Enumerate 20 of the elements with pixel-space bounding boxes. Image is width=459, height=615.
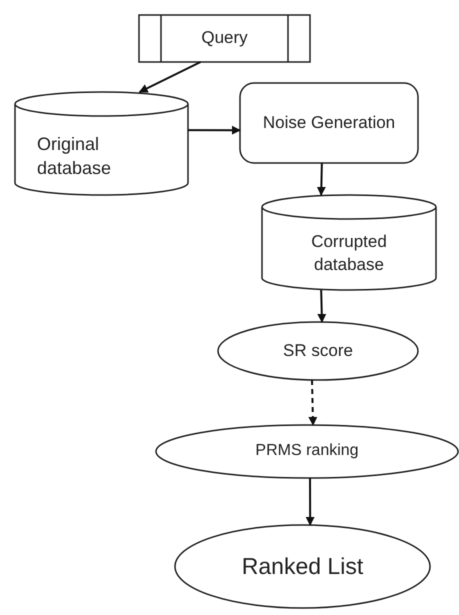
node-label: PRMS ranking (255, 441, 359, 462)
arrow (316, 162, 326, 196)
arrow (306, 478, 315, 526)
ellipse (156, 425, 458, 478)
node-label: Corrupted database (310, 231, 388, 276)
node-label: Original database (37, 133, 112, 180)
process-box (240, 83, 418, 163)
ellipse (218, 322, 418, 380)
ellipse (175, 525, 430, 608)
database-cylinder (15, 92, 188, 195)
node-label: Ranked List (242, 552, 364, 581)
node-label: Noise Generation (262, 112, 396, 134)
database-cylinder (262, 195, 436, 290)
arrow (188, 126, 241, 135)
node-label: Query (201, 27, 248, 50)
arrow (308, 380, 318, 426)
arrow (317, 290, 326, 323)
arrow (138, 61, 201, 93)
predefined-process-box (139, 15, 310, 62)
node-label: SR score (283, 340, 353, 362)
